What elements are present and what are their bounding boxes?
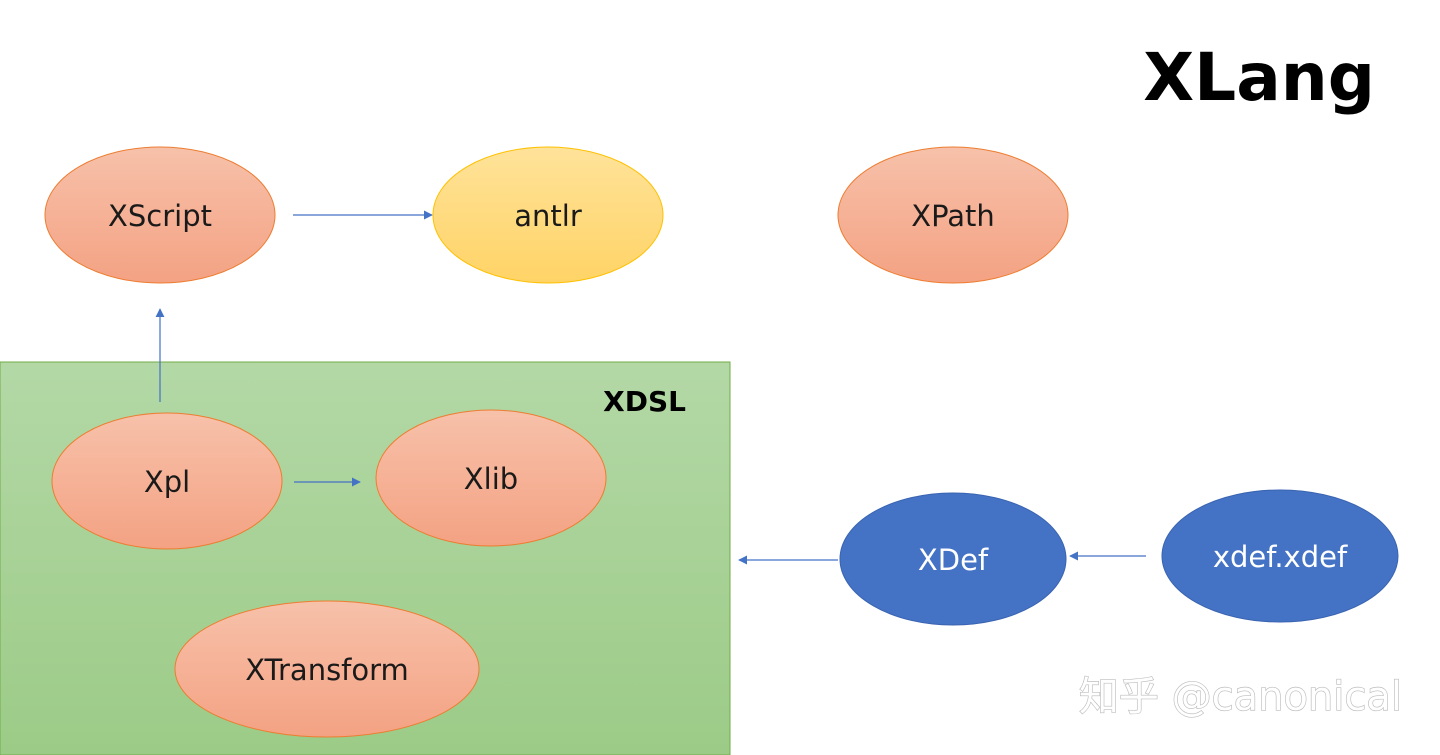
node-xtransform-label: XTransform [245,653,409,687]
diagram-title: XLang [1143,39,1375,116]
node-xdef: XDef [839,492,1067,626]
watermark: 知乎 @canonical [1079,674,1402,720]
node-xscript-label: XScript [108,199,212,233]
xdsl-group-label: XDSL [603,385,686,418]
node-xlib: Xlib [375,409,607,547]
node-xpath: XPath [837,146,1069,284]
node-xdef-xdef: xdef.xdef [1161,489,1399,623]
edges [155,210,1146,565]
node-antlr: antlr [432,146,664,284]
node-xdef-xdef-label: xdef.xdef [1213,540,1348,574]
node-antlr-label: antlr [514,199,582,233]
node-xdef-label: XDef [918,543,989,577]
node-xtransform: XTransform [174,600,480,738]
node-xpl: Xpl [51,412,283,550]
node-xlib-label: Xlib [464,462,518,496]
node-xpath-label: XPath [911,199,995,233]
node-xpl-label: Xpl [144,465,190,499]
node-xscript: XScript [44,146,276,284]
